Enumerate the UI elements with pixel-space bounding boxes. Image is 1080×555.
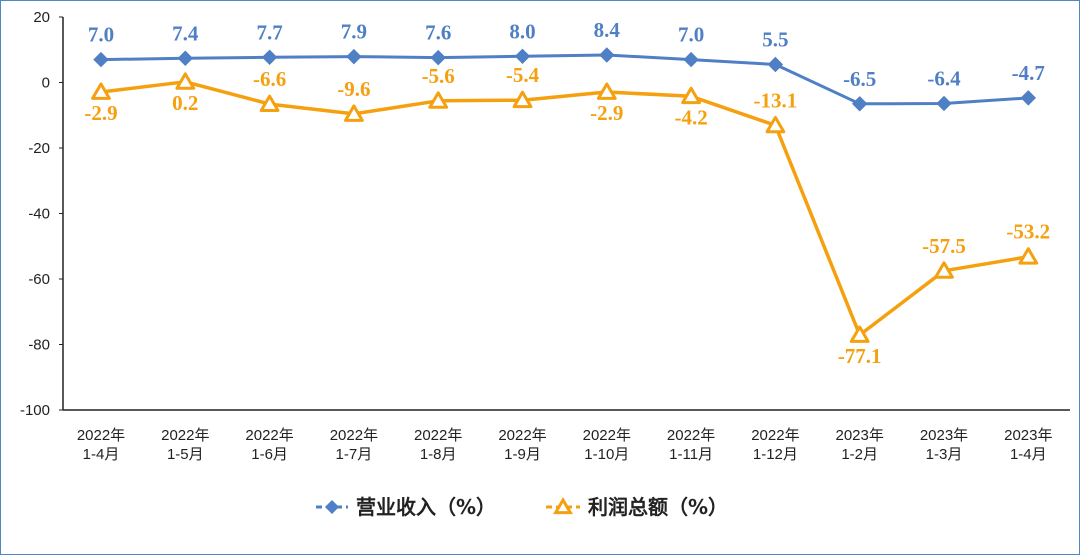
x-tick-label: 2022年 [583, 427, 631, 444]
profit-data-label: -4.2 [674, 105, 707, 129]
x-tick-label: 1-4月 [83, 446, 120, 463]
x-tick-label: 2022年 [77, 427, 125, 444]
y-tick-label: 20 [33, 9, 50, 26]
profit-point [849, 325, 870, 343]
x-tick-label: 2022年 [667, 427, 715, 444]
legend-revenue-label: 营业收入（%） [356, 495, 496, 519]
profit-data-label: -5.6 [422, 64, 455, 88]
profit-point [91, 82, 111, 100]
x-tick-label: 1-4月 [1010, 446, 1047, 463]
profit-point [175, 72, 196, 90]
revenue-data-label: 8.0 [509, 19, 535, 43]
revenue-series-line [100, 53, 1029, 106]
x-tick-label: 2022年 [498, 427, 546, 444]
x-tick-label: 1-3月 [926, 446, 963, 463]
revenue-point [346, 48, 362, 65]
x-tick-label: 1-2月 [841, 446, 878, 463]
revenue-data-label: 7.0 [88, 23, 114, 47]
profit-point [428, 91, 449, 109]
revenue-point [261, 49, 278, 65]
profit-point [1018, 247, 1039, 265]
profit-point [512, 90, 533, 109]
profit-data-label: -6.6 [253, 67, 286, 91]
profit-data-label: -5.4 [506, 63, 540, 87]
profit-point [259, 94, 280, 113]
profit-data-label: -77.1 [838, 344, 882, 368]
revenue-point [177, 50, 194, 66]
revenue-point [599, 47, 615, 63]
x-tick-label: 1-7月 [336, 446, 373, 463]
revenue-data-label: -6.5 [843, 67, 876, 91]
y-tick-label: -40 [28, 206, 50, 223]
legend-profit-marker [553, 497, 573, 515]
profit-point [596, 82, 617, 100]
revenue-data-label: 8.4 [594, 18, 621, 42]
revenue-point [936, 95, 952, 112]
revenue-point [1020, 90, 1037, 106]
legend-revenue-marker [325, 500, 339, 514]
x-tick-label: 2023年 [1004, 427, 1052, 444]
profit-data-label: -2.9 [84, 101, 117, 125]
x-tick-label: 2022年 [245, 427, 293, 444]
x-tick-label: 1-8月 [420, 446, 457, 463]
x-tick-label: 2022年 [751, 427, 799, 444]
y-tick-label: -80 [28, 337, 50, 354]
x-tick-label: 2022年 [161, 427, 209, 444]
x-tick-label: 1-12月 [753, 446, 798, 463]
y-tick-label: -60 [28, 271, 50, 288]
profit-data-label: -53.2 [1006, 220, 1050, 244]
profit-data-label: -9.6 [337, 77, 370, 101]
profit-point [934, 261, 954, 279]
profit-data-label: -2.9 [590, 101, 623, 125]
x-tick-label: 1-11月 [669, 446, 713, 463]
revenue-point [514, 48, 531, 65]
x-tick-label: 1-5月 [167, 446, 204, 463]
revenue-data-label: 7.4 [172, 21, 199, 45]
profit-point [344, 104, 364, 122]
profit-point [765, 115, 786, 134]
revenue-data-label: 7.7 [256, 20, 282, 44]
profit-data-label: 0.2 [172, 91, 198, 115]
x-tick-label: 2022年 [330, 427, 378, 444]
revenue-point [767, 56, 784, 73]
revenue-data-label: 7.6 [425, 21, 451, 45]
revenue-data-label: -4.7 [1012, 61, 1045, 85]
y-tick-label: -20 [28, 140, 50, 157]
x-tick-label: 2022年 [414, 427, 462, 444]
x-tick-label: 2023年 [920, 427, 968, 444]
revenue-point [93, 51, 109, 68]
x-tick-label: 1-10月 [584, 446, 629, 463]
revenue-point [683, 51, 699, 68]
revenue-data-label: 7.9 [341, 20, 367, 44]
profit-series-line [100, 80, 1029, 337]
revenue-data-label: -6.4 [927, 66, 961, 90]
legend-profit-label: 利润总额（%） [588, 495, 728, 519]
x-tick-label: 1-9月 [504, 446, 541, 463]
revenue-data-label: 7.0 [678, 23, 704, 47]
y-tick-label: -100 [20, 402, 50, 419]
revenue-point [851, 96, 868, 112]
revenue-point [430, 49, 446, 66]
x-tick-label: 2023年 [836, 427, 884, 444]
revenue-data-label: 5.5 [762, 27, 788, 51]
y-tick-label: 0 [42, 75, 50, 92]
profit-data-label: -57.5 [922, 234, 966, 258]
profit-data-label: -13.1 [754, 88, 798, 112]
x-tick-label: 1-6月 [251, 446, 288, 463]
profit-point [681, 86, 701, 105]
